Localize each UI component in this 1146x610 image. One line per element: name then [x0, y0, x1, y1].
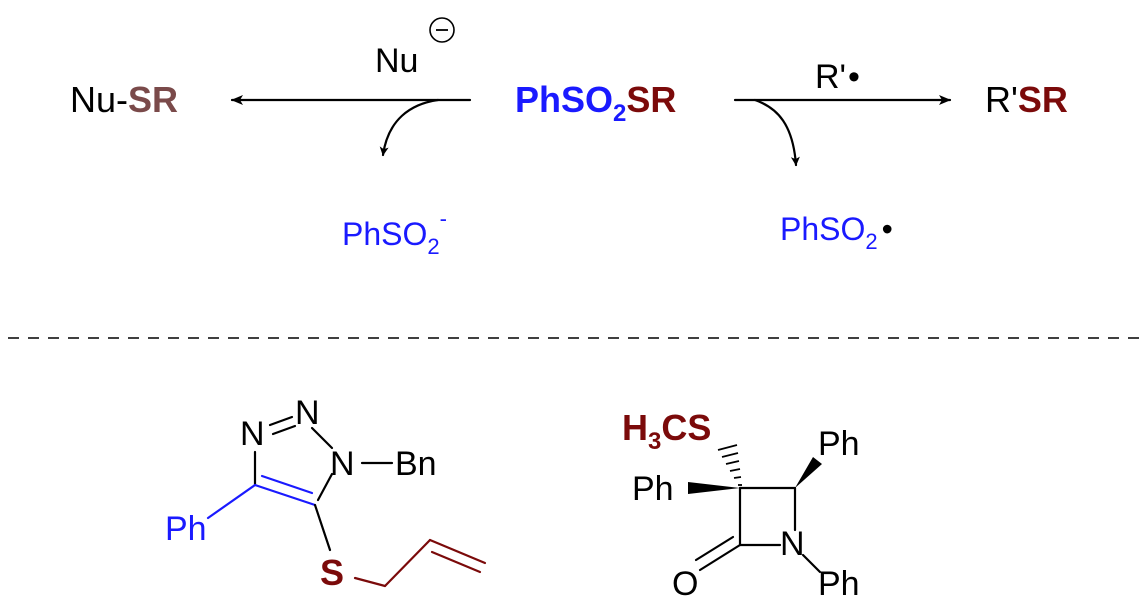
triazole-n1: N: [330, 445, 355, 483]
byproduct-left-label: PhSO2-: [342, 206, 447, 259]
left-byproduct-curved-arrow: [379, 98, 440, 157]
svg-text:PhSO2•: PhSO2•: [780, 211, 893, 254]
triazole-structure: N N N Bn Ph S: [165, 394, 487, 593]
svg-text:PhSO2SR: PhSO2SR: [515, 79, 676, 127]
carbonyl-oxygen: O: [672, 565, 698, 603]
reagent-label: PhSO2SR: [515, 79, 676, 127]
triazole-n2: N: [295, 394, 320, 432]
sulfur-label: S: [320, 552, 344, 593]
right-byproduct-curved-arrow: [753, 98, 800, 167]
triazole-n3: N: [240, 415, 265, 453]
product-right-label: R'SR: [985, 79, 1068, 120]
product-left-label: Nu-SR: [70, 79, 178, 120]
svg-text:Nu: Nu: [375, 42, 418, 80]
nucleophile-label: Nu: [375, 17, 455, 80]
methylthio-label: H3CS: [622, 407, 711, 455]
radical-label: R'•: [815, 58, 860, 96]
svg-text:R'SR: R'SR: [985, 79, 1068, 120]
phenyl-top-label: Ph: [818, 425, 860, 463]
byproduct-right-label: PhSO2•: [780, 211, 893, 254]
lactam-nitrogen: N: [780, 525, 805, 563]
beta-lactam-structure: H3CS Ph Ph N Ph O: [622, 407, 860, 603]
svg-text:PhSO2-: PhSO2-: [342, 206, 447, 259]
phenyl-left-label: Ph: [632, 470, 674, 508]
svg-text:R'•: R'•: [815, 58, 860, 96]
benzyl-label: Bn: [395, 445, 437, 483]
svg-text:Nu-SR: Nu-SR: [70, 79, 178, 120]
phenyl-n-label: Ph: [818, 565, 860, 603]
phenyl-label: Ph: [165, 510, 207, 548]
